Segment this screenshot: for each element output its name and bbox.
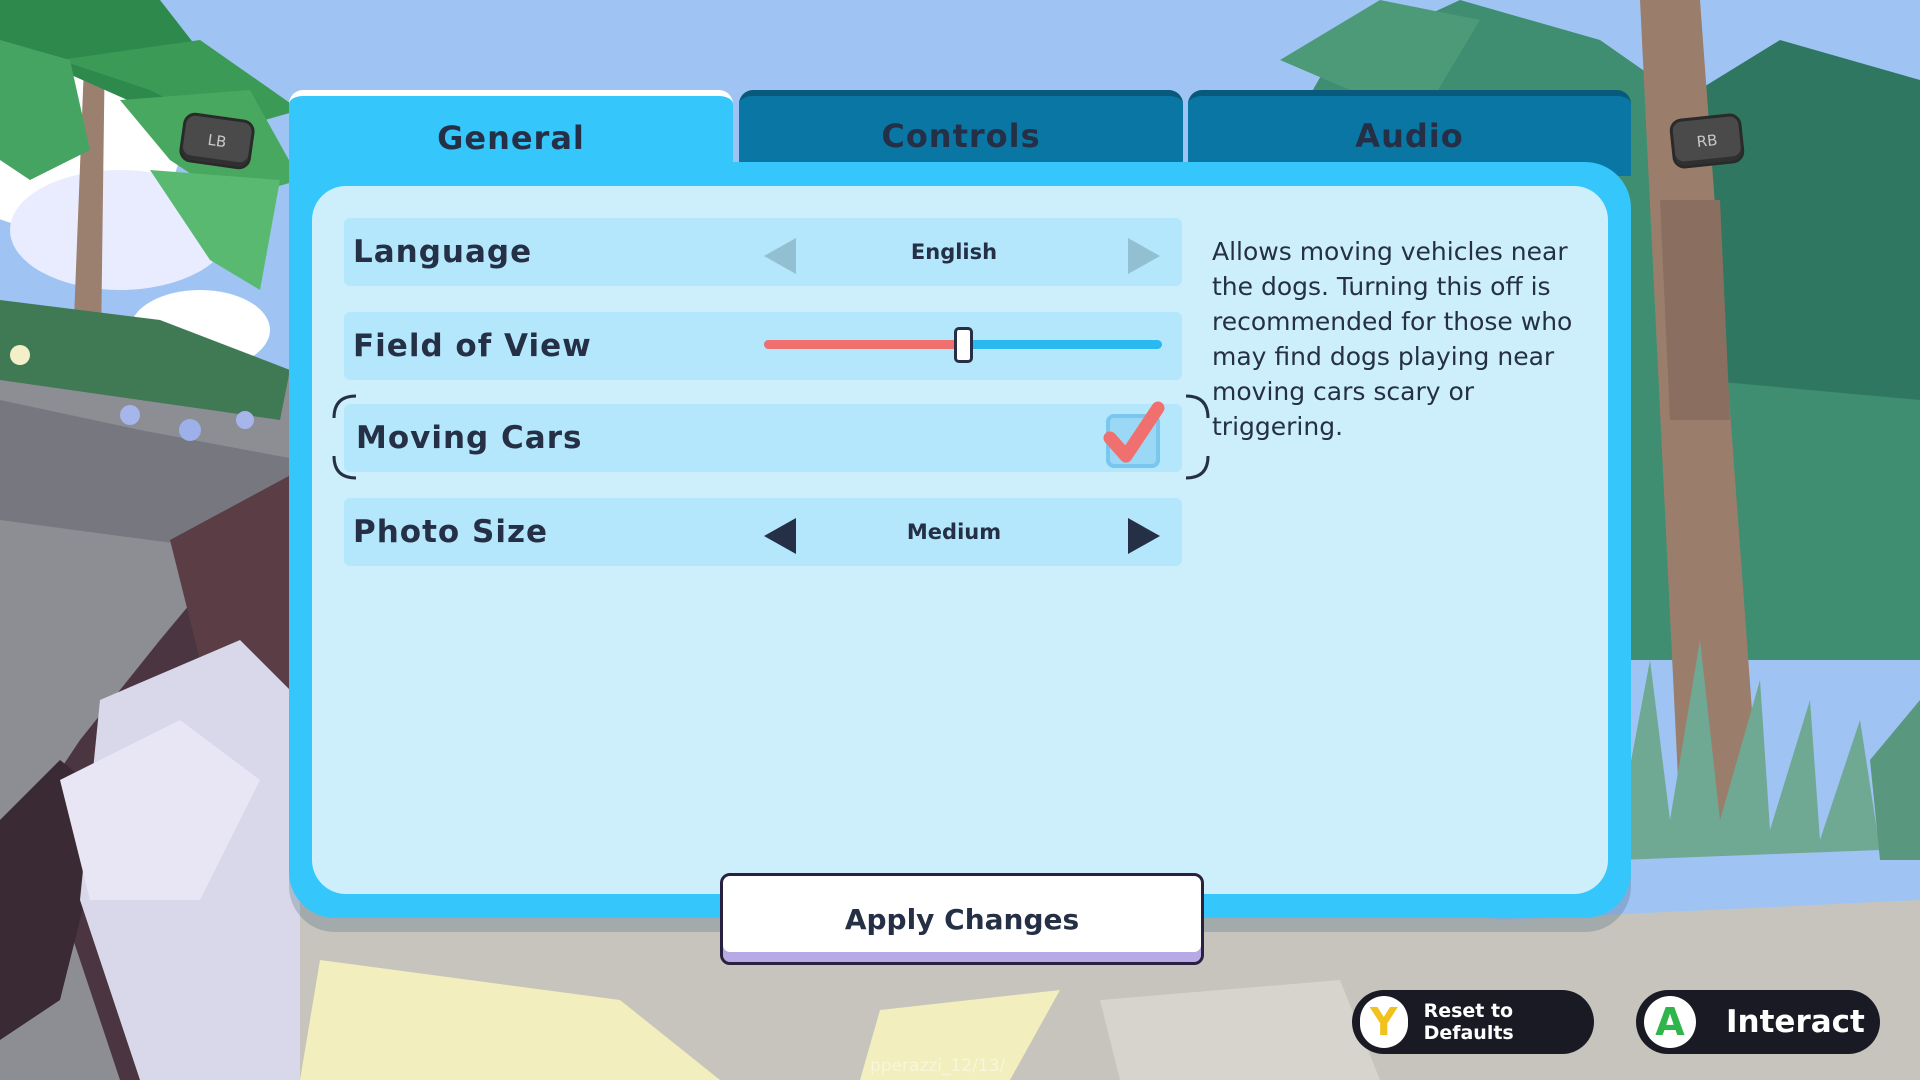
caret-left-icon[interactable]: [762, 236, 798, 276]
language-value: English: [910, 240, 998, 264]
moving-cars-label: Moving Cars: [356, 420, 583, 456]
reset-to-defaults-label: Reset to Defaults: [1423, 1000, 1514, 1044]
fov-label: Field of View: [353, 328, 592, 364]
a-button-icon: A: [1644, 996, 1696, 1048]
fov-slider-fill: [764, 340, 963, 349]
setting-row-photo-size[interactable]: Photo Size Medium: [344, 498, 1182, 566]
focus-bracket-top-right-icon: [1185, 394, 1210, 419]
setting-row-language[interactable]: Language English: [344, 218, 1182, 286]
checkmark-icon: [1103, 401, 1165, 463]
photo-size-label: Photo Size: [353, 514, 549, 550]
interact-prompt[interactable]: A Interact: [1636, 990, 1880, 1054]
watermark-text: pperazzi_12/13/: [870, 1056, 1006, 1076]
setting-description: Allows moving vehicles near the dogs. Tu…: [1212, 237, 1573, 441]
caret-right-icon[interactable]: [1126, 236, 1162, 276]
focus-bracket-bottom-right-icon: [1185, 455, 1210, 480]
setting-row-field-of-view[interactable]: Field of View: [344, 312, 1182, 380]
caret-left-icon[interactable]: [762, 516, 798, 556]
interact-label: Interact: [1726, 1004, 1865, 1040]
setting-row-moving-cars[interactable]: Moving Cars: [344, 401, 1182, 472]
tab-audio[interactable]: Audio: [1188, 90, 1631, 176]
language-label: Language: [353, 234, 533, 270]
focus-bracket-top-left-icon: [332, 394, 357, 419]
tab-controls[interactable]: Controls: [739, 90, 1183, 176]
caret-right-icon[interactable]: [1126, 516, 1162, 556]
apply-changes-button[interactable]: Apply Changes: [720, 873, 1204, 965]
right-shoulder-button-icon[interactable]: RB: [1668, 112, 1746, 170]
left-shoulder-button-icon[interactable]: LB: [177, 111, 257, 171]
photo-size-value: Medium: [906, 520, 1002, 544]
y-button-icon: Y: [1360, 996, 1408, 1048]
fov-slider-track[interactable]: [764, 327, 1162, 363]
fov-slider-thumb[interactable]: [954, 327, 973, 363]
focus-bracket-bottom-left-icon: [332, 455, 357, 480]
settings-panel: Language English Field of View Moving Ca…: [289, 162, 1631, 918]
reset-to-defaults-prompt[interactable]: Y Reset to Defaults: [1352, 990, 1594, 1054]
settings-panel-inner: Language English Field of View Moving Ca…: [312, 186, 1608, 894]
